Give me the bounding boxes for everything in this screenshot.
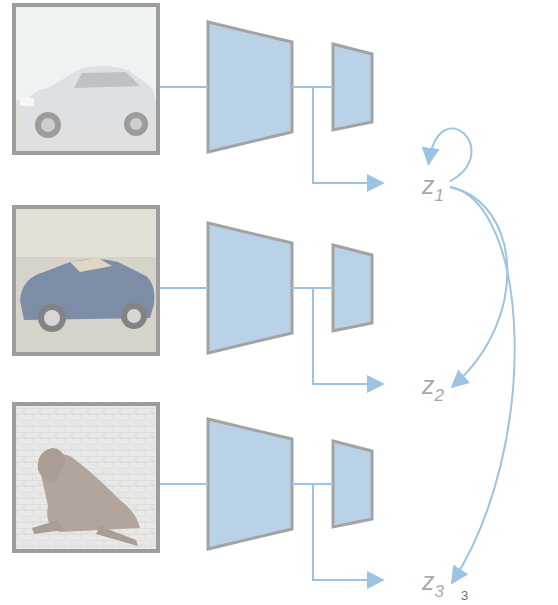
encoder-branch [160, 419, 383, 580]
latent-label: z1 [422, 171, 444, 199]
latent-vector: z3 [418, 566, 448, 604]
similarity-arrow [450, 187, 507, 387]
encoder-branch [160, 223, 383, 384]
encoder-branch [160, 22, 383, 183]
latent-label: z2 [422, 371, 444, 399]
page-number: 3 [461, 588, 468, 603]
car-photo [14, 5, 158, 153]
latent-label: z3 [422, 567, 444, 595]
similarity-arrow [450, 187, 515, 583]
similarity-arrow [428, 128, 471, 181]
dog-photo [14, 404, 158, 551]
latent-vector: z1 [418, 170, 448, 208]
car-photo [14, 207, 158, 354]
latent-vector: z2 [418, 370, 448, 408]
